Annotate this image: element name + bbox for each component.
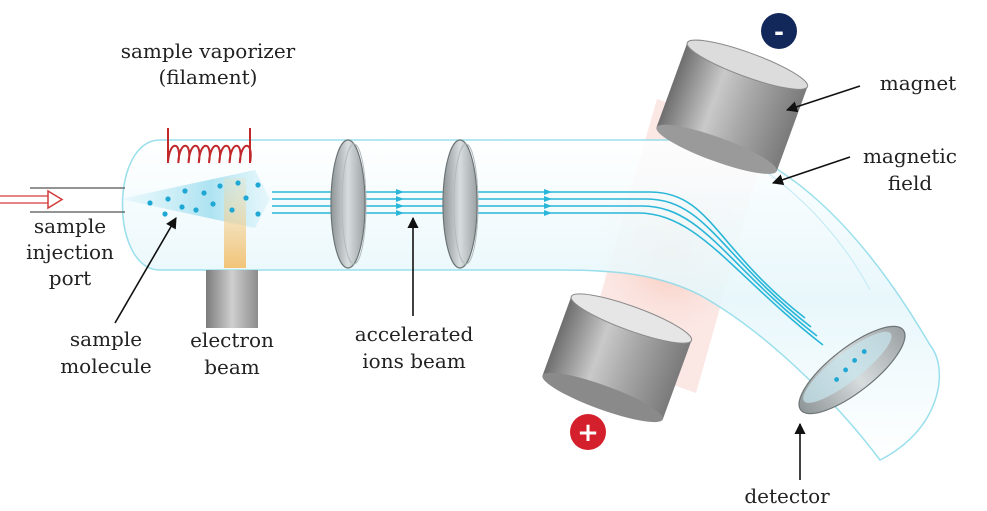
- molecule-dot: [182, 188, 188, 194]
- beam-arrow-icon: [544, 189, 552, 195]
- positive-symbol: +: [577, 418, 599, 448]
- injection-label-line2: injection: [26, 240, 114, 264]
- molecule-dot: [255, 211, 261, 217]
- sample-molecules: [147, 180, 261, 217]
- beam-arrow-icon: [396, 196, 404, 202]
- beam-arrow-icon: [544, 210, 552, 216]
- injection-port: [0, 187, 125, 213]
- molecule-dot: [179, 204, 185, 210]
- molecule-pointer: [114, 217, 177, 324]
- accelerator-plate-1: [330, 139, 366, 269]
- filament-coil-icon: [167, 128, 252, 164]
- field-pointer: [771, 156, 851, 186]
- accelerator-plates: [330, 139, 479, 269]
- beam-arrow-icon: [544, 196, 552, 202]
- beam-arrow-icon: [396, 210, 404, 216]
- ion-beam-line: [272, 191, 806, 319]
- injection-label-line3: port: [49, 266, 91, 290]
- ions-label-line2: ions beam: [362, 349, 466, 373]
- molecule-dot: [201, 190, 207, 196]
- molecule-dot: [193, 207, 199, 213]
- ions-label-line1: accelerated: [355, 322, 474, 346]
- magnet-pointer: [785, 85, 861, 113]
- electron-label-line2: beam: [204, 355, 260, 379]
- molecule-dot: [229, 207, 235, 213]
- negative-badge: -: [761, 13, 797, 49]
- ion-beam-line: [272, 205, 818, 337]
- molecule-dot: [210, 201, 216, 207]
- detector-plate: [798, 325, 906, 415]
- molecule-dot: [165, 196, 171, 202]
- molecule-dot: [162, 211, 168, 217]
- injection-arrow-icon: [47, 189, 64, 210]
- field-label-line1: magnetic: [863, 144, 957, 168]
- ion-beam-line: [272, 212, 824, 346]
- ion-beam-line: [272, 198, 812, 328]
- beam-arrow-icon: [396, 189, 404, 195]
- electron-label-line1: electron: [190, 328, 274, 352]
- beam-arrow-icon: [544, 203, 552, 209]
- detector-label: detector: [744, 484, 830, 508]
- molecule-label-line1: sample: [70, 327, 142, 351]
- beam-arrow-icon: [396, 203, 404, 209]
- molecule-dot: [243, 195, 249, 201]
- vaporizer-label-line1: sample vaporizer: [121, 39, 296, 63]
- molecule-dot: [235, 180, 241, 186]
- pointer-arrows: [114, 85, 861, 480]
- magnet-bottom: [542, 293, 693, 423]
- electron-beam-source: [206, 178, 258, 328]
- magnet-label: magnet: [880, 71, 956, 95]
- molecule-dot: [255, 182, 261, 188]
- accelerator-plate-2: [442, 139, 478, 269]
- molecule-dot: [217, 183, 223, 189]
- ion-beams: [272, 189, 824, 346]
- vaporizer-label-line2: (filament): [159, 65, 258, 89]
- molecule-label-line2: molecule: [60, 354, 152, 378]
- injection-label-line1: sample: [34, 214, 106, 238]
- molecule-dot: [147, 200, 153, 206]
- labels: sample vaporizer (filament) sample injec…: [26, 39, 957, 508]
- positive-badge: +: [570, 414, 606, 450]
- magnet-top: [656, 39, 809, 174]
- field-label-line2: field: [888, 171, 933, 195]
- negative-symbol: -: [774, 18, 784, 46]
